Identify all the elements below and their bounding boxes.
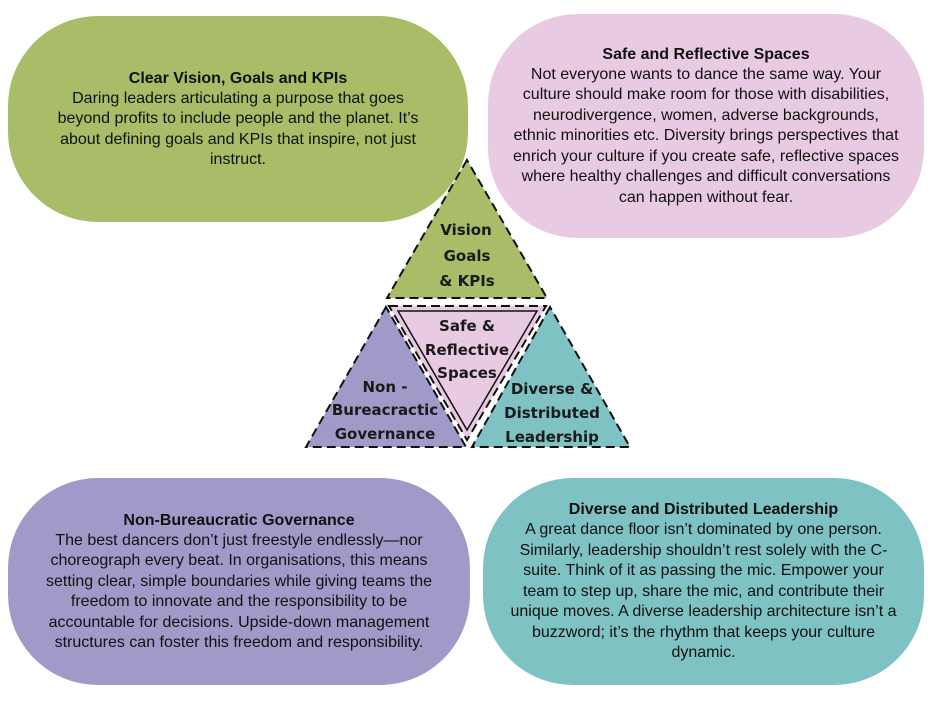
left-label-line-1: Non - bbox=[363, 378, 408, 396]
top-label-line-3: & KPIs bbox=[439, 272, 495, 290]
vision-box-title: Clear Vision, Goals and KPIs bbox=[128, 69, 348, 87]
pyramid-right-triangle bbox=[470, 304, 632, 448]
pyramid-left-triangle bbox=[304, 304, 468, 448]
right-label-line-2: Distributed bbox=[504, 404, 600, 422]
left-label-line-3: Governance bbox=[335, 425, 436, 443]
diverse-distributed-leadership-box: Diverse and Distributed Leadership A gre… bbox=[483, 478, 924, 685]
safe-box-body: Not everyone wants to dance the same way… bbox=[513, 65, 899, 206]
vision-goals-kpis-box: Clear Vision, Goals and KPIs Daring lead… bbox=[8, 16, 468, 222]
non-bureaucratic-governance-box: Non-Bureaucratic Governance The best dan… bbox=[8, 478, 470, 685]
governance-box-body: The best dancers don’t just freestyle en… bbox=[46, 531, 432, 652]
left-label-line-2: Bureacractic bbox=[332, 401, 438, 419]
top-label-line-2: Goals bbox=[444, 247, 491, 265]
right-label-line-1: Diverse & bbox=[511, 380, 593, 398]
top-label-line-1: Vision bbox=[440, 221, 492, 239]
safe-reflective-spaces-box: Safe and Reflective Spaces Not everyone … bbox=[488, 14, 924, 238]
pyramid-center-triangle bbox=[387, 305, 548, 442]
pyramid-top-triangle bbox=[385, 158, 549, 299]
vision-box-body: Daring leaders articulating a purpose th… bbox=[57, 89, 419, 169]
right-label-line-3: Leadership bbox=[505, 428, 599, 446]
diverse-box-body: A great dance floor isn’t dominated by o… bbox=[510, 521, 897, 662]
center-label-line-2: Reflective bbox=[425, 341, 509, 359]
diverse-box-title: Diverse and Distributed Leadership bbox=[568, 501, 839, 519]
center-label-line-1: Safe & bbox=[439, 317, 495, 335]
governance-box-title: Non-Bureaucratic Governance bbox=[123, 511, 355, 529]
safe-box-title: Safe and Reflective Spaces bbox=[602, 45, 810, 63]
center-label-line-3: Spaces bbox=[437, 364, 497, 382]
pyramid-center-inner-outline bbox=[396, 310, 539, 432]
